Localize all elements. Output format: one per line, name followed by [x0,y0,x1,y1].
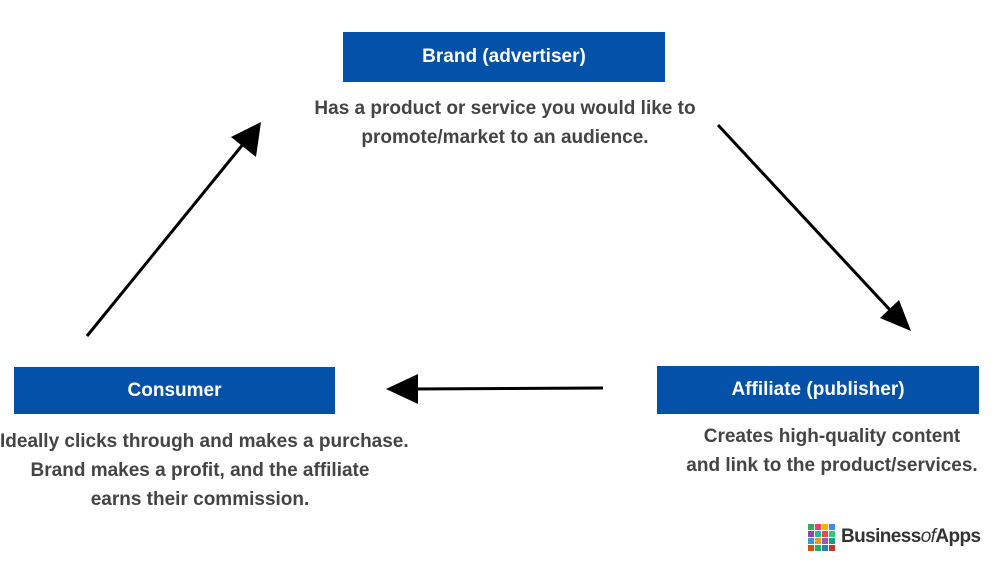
brand-node-description: Has a product or service you would like … [300,94,710,152]
affiliate-node-description: Creates high-quality content and link to… [662,422,1002,480]
affiliate-desc-line: Creates high-quality content [703,426,961,447]
consumer-desc-line: earns their commission. [90,489,310,510]
brand-desc-line: promote/market to an audience. [361,127,649,148]
logo-grid-icon [808,523,835,551]
arrow-affiliate-to-consumer [386,374,604,404]
affiliate-desc-line: and link to the product/services. [686,455,978,476]
consumer-node-box: Consumer [14,367,335,414]
arrow-consumer-to-brand [85,122,261,337]
logo-grid-square [822,523,828,530]
logo-grid-square [822,530,828,537]
logo-text-of: of [920,526,936,547]
logo-grid-square [829,544,835,551]
logo-grid-square [808,537,814,544]
logo-grid-square [822,544,828,551]
logo-grid-square [815,523,821,530]
brand-node-box: Brand (advertiser) [343,32,665,82]
logo-text-business: Business [841,526,921,547]
logo-wordmark: BusinessofApps [841,526,981,548]
logo-grid-square [829,530,835,537]
logo-grid-square [822,537,828,544]
brand-desc-line: Has a product or service you would like … [314,98,696,119]
logo-grid-square [815,537,821,544]
logo-grid-square [808,530,814,537]
businessofapps-logo: BusinessofApps [808,520,981,554]
logo-grid-square [808,523,814,530]
affiliate-node-label: Affiliate (publisher) [731,379,905,400]
logo-text-apps: Apps [935,526,981,547]
logo-grid-square [829,523,835,530]
consumer-node-description: Ideally clicks through and makes a purch… [0,427,409,514]
logo-grid-square [829,537,835,544]
brand-node-label: Brand (advertiser) [422,46,586,67]
consumer-node-label: Consumer [127,379,222,401]
logo-grid-square [808,544,814,551]
arrow-brand-to-affiliate [716,123,911,331]
logo-grid-square [815,544,821,551]
affiliate-node-box: Affiliate (publisher) [657,366,979,414]
logo-grid-square [815,530,821,537]
consumer-desc-line: Ideally clicks through and makes a purch… [0,431,409,452]
consumer-desc-line: Brand makes a profit, and the affiliate [30,460,370,481]
